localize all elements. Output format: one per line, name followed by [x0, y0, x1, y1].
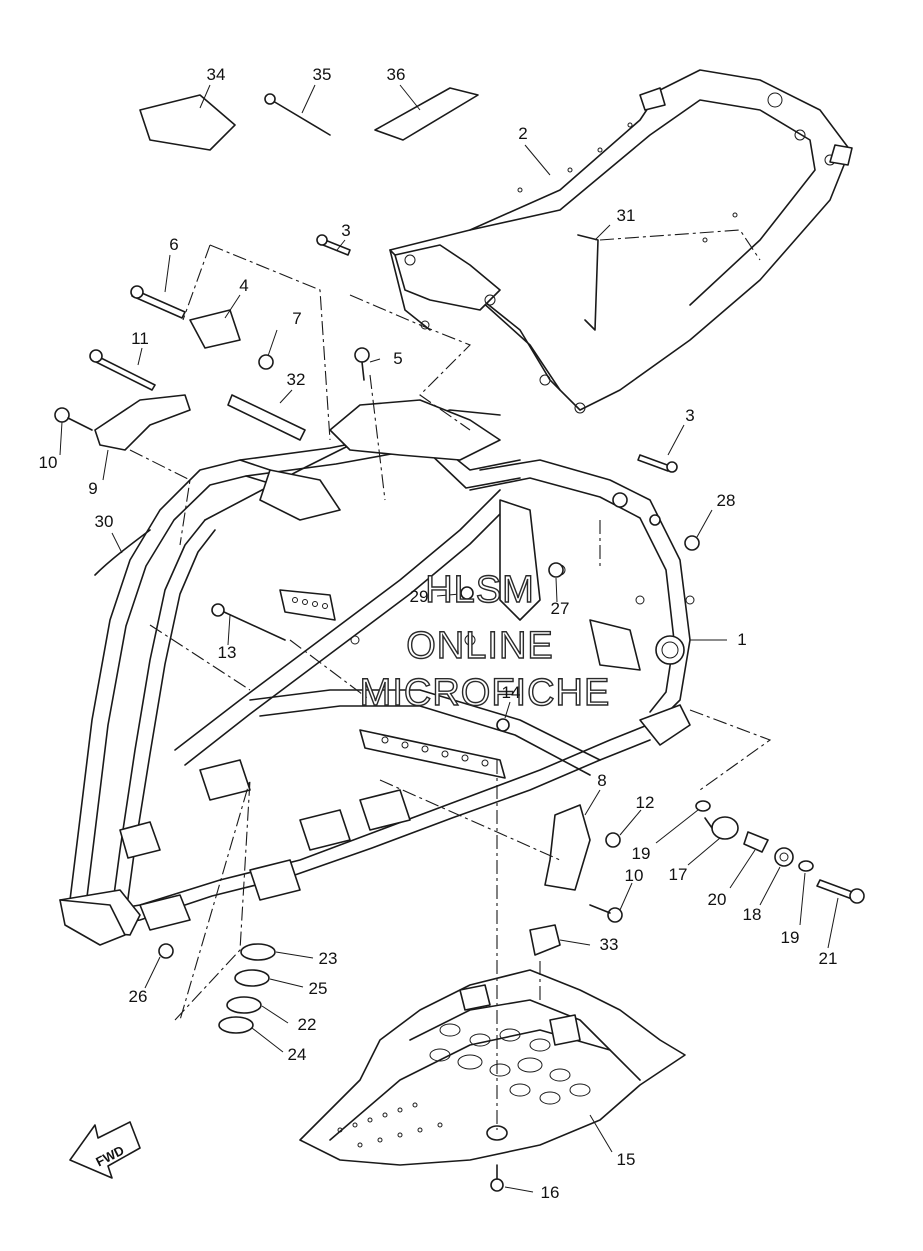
callout-12: 12 [636, 793, 655, 812]
callout-31: 31 [617, 206, 636, 225]
forward-arrow-icon [69, 1121, 141, 1179]
rear-subframe [389, 69, 853, 414]
callout-17: 17 [669, 865, 688, 884]
skid-plate [299, 969, 686, 1166]
callout-10a: 10 [39, 453, 58, 472]
callout-23: 23 [319, 949, 338, 968]
callout-35: 35 [313, 65, 332, 84]
strap-36 [374, 87, 479, 141]
callout-15: 15 [617, 1150, 636, 1169]
callout-5: 5 [393, 349, 402, 368]
callout-30: 30 [95, 512, 114, 531]
callout-numbers: 1 2 3 3 4 5 6 7 8 9 10 10 11 12 13 14 15… [39, 65, 838, 1202]
watermark-line1: HLSM [425, 569, 535, 611]
pad-34 [139, 94, 236, 151]
callout-1: 1 [737, 630, 746, 649]
callout-34: 34 [207, 65, 226, 84]
watermark-line3: MICROFICHE [360, 672, 611, 714]
callout-7: 7 [292, 309, 301, 328]
watermark-line2: ONLINE [406, 625, 553, 667]
callout-10b: 10 [625, 866, 644, 885]
callout-29: 29 [410, 587, 429, 606]
callout-11: 11 [131, 329, 149, 348]
watermark: HLSM ONLINE MICROFICHE [359, 568, 611, 714]
callout-24: 24 [288, 1045, 307, 1064]
callout-32: 32 [287, 370, 306, 389]
callout-2: 2 [518, 124, 527, 143]
callout-4: 4 [239, 276, 248, 295]
callout-9: 9 [88, 479, 97, 498]
callout-16: 16 [541, 1183, 560, 1202]
small-parts [54, 87, 865, 1192]
pin-35 [267, 97, 331, 136]
callout-18: 18 [743, 905, 762, 924]
callout-21: 21 [819, 949, 838, 968]
callout-20: 20 [708, 890, 727, 909]
assembly-lines [129, 229, 772, 1130]
callout-3b: 3 [685, 406, 694, 425]
main-frame [59, 399, 695, 946]
callout-22: 22 [298, 1015, 317, 1034]
fwd-direction-badge: FWD [69, 1121, 141, 1179]
callout-19b: 19 [781, 928, 800, 947]
callout-19a: 19 [632, 844, 651, 863]
callout-36: 36 [387, 65, 406, 84]
callout-3a: 3 [341, 221, 350, 240]
callout-33: 33 [600, 935, 619, 954]
callout-14: 14 [502, 683, 521, 702]
callout-27: 27 [551, 599, 570, 618]
callout-8: 8 [597, 771, 606, 790]
callout-28: 28 [717, 491, 736, 510]
callout-6: 6 [169, 235, 178, 254]
callout-26: 26 [129, 987, 148, 1006]
callout-13: 13 [218, 643, 237, 662]
leader-lines [59, 84, 839, 1193]
callout-25: 25 [309, 979, 328, 998]
